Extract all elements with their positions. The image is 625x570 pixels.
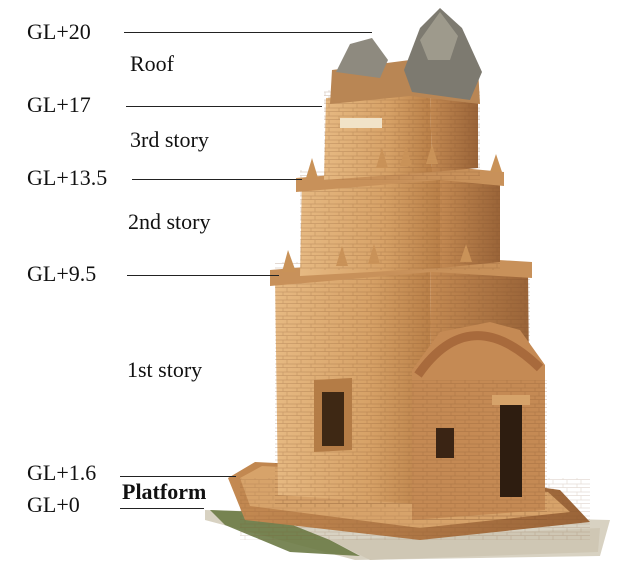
guide-line-gl1-6 [120,476,236,477]
guide-line-gl0 [120,508,204,509]
roof-crown-left [336,38,388,78]
story-label-second: 2nd story [128,209,211,234]
story-label-first: 1st story [127,357,203,382]
guide-line-gl17 [126,106,322,107]
level-label-gl0: GL+0 [27,492,80,517]
guide-line-gl20 [124,32,372,33]
guide-line-gl9-5 [127,275,279,276]
story-label-roof: Roof [130,51,174,76]
level-label-gl17: GL+17 [27,92,91,117]
level-label-gl20: GL+20 [27,19,91,44]
level-label-gl9-5: GL+9.5 [27,261,97,286]
level-label-gl13-5: GL+13.5 [27,165,108,190]
level-label-gl1-6: GL+1.6 [27,460,97,485]
story-label-third: 3rd story [130,127,209,152]
guide-line-gl13-5 [132,179,302,180]
story-label-platform: Platform [122,479,207,504]
